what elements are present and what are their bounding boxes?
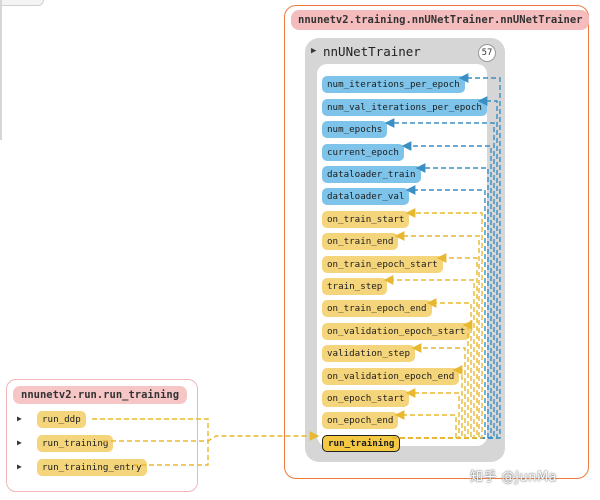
trainer-module-title: nnunetv2.training.nnUNetTrainer.nnUNetTr… — [291, 10, 590, 30]
member-count-badge: 57 — [478, 44, 496, 62]
method-run-training-selected[interactable]: run_training — [322, 435, 401, 452]
function-run-training[interactable]: run_training — [37, 435, 114, 452]
attribute-num-iterations-per-epoch[interactable]: num_iterations_per_epoch — [322, 76, 465, 93]
expand-triangle-icon[interactable]: ▶ — [17, 438, 22, 447]
method-on-train-end[interactable]: on_train_end — [322, 233, 399, 250]
cropped-window-corner — [0, 0, 44, 6]
method-on-validation-epoch-end[interactable]: on_validation_epoch_end — [322, 368, 460, 385]
attribute-dataloader-train[interactable]: dataloader_train — [322, 166, 421, 183]
method-on-train-epoch-end[interactable]: on_train_epoch_end — [322, 300, 432, 317]
method-on-epoch-end[interactable]: on_epoch_end — [322, 412, 399, 429]
left-edge-divider — [0, 0, 2, 140]
attribute-num-epochs[interactable]: num_epochs — [322, 121, 388, 138]
method-on-validation-epoch-start[interactable]: on_validation_epoch_start — [322, 323, 471, 340]
method-train-step[interactable]: train_step — [322, 278, 388, 295]
function-run-training-entry[interactable]: run_training_entry — [37, 459, 147, 476]
method-on-epoch-start[interactable]: on_epoch_start — [322, 390, 410, 407]
method-on-train-start[interactable]: on_train_start — [322, 211, 410, 228]
expand-triangle-icon[interactable]: ▶ — [17, 462, 22, 471]
function-run-ddp[interactable]: run_ddp — [37, 411, 86, 428]
method-validation-step[interactable]: validation_step — [322, 345, 415, 362]
expand-triangle-icon[interactable]: ▶ — [17, 414, 22, 423]
class-box-nnunettrainer: ▶ nnUNetTrainer 57 num_iterations_per_ep… — [305, 38, 505, 462]
class-members-panel: num_iterations_per_epoch num_val_iterati… — [317, 64, 487, 452]
expand-triangle-icon[interactable]: ▶ — [311, 46, 317, 56]
attribute-num-val-iterations-per-epoch[interactable]: num_val_iterations_per_epoch — [322, 99, 487, 116]
attribute-dataloader-val[interactable]: dataloader_val — [322, 188, 410, 205]
run-training-module: nnunetv2.run.run_training ▶ run_ddp ▶ ru… — [6, 379, 198, 492]
method-on-train-epoch-start[interactable]: on_train_epoch_start — [322, 256, 443, 273]
attribute-current-epoch[interactable]: current_epoch — [322, 144, 404, 161]
watermark: 知乎 @JunMa — [470, 470, 558, 485]
run-module-title: nnunetv2.run.run_training — [13, 386, 188, 404]
class-name[interactable]: nnUNetTrainer — [323, 44, 421, 59]
trainer-module: nnunetv2.training.nnUNetTrainer.nnUNetTr… — [284, 5, 590, 479]
